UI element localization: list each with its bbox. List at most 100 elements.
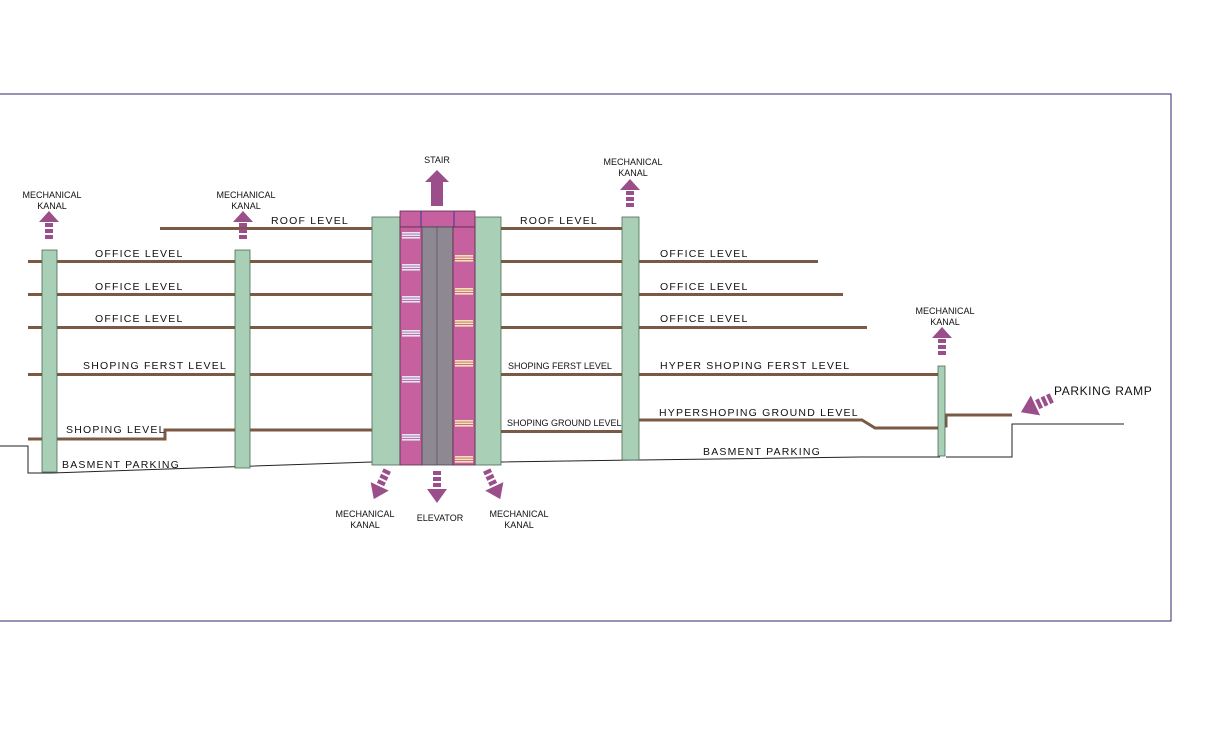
stair-tread: [455, 257, 473, 260]
stair-shaft-left: [399, 226, 423, 466]
office-level-label-left-3: OFFICE LEVEL: [95, 313, 184, 325]
stair-tread: [402, 378, 420, 381]
hypershoping-ground-slab: [626, 418, 940, 431]
shoping-first-slab-right: [500, 373, 940, 376]
arrows: [39, 170, 1054, 503]
stair-tread: [402, 381, 420, 383]
kanal-shaft-3: [621, 216, 640, 461]
office-slab-right-1: [500, 260, 818, 263]
kanal-shaft-1: [41, 249, 58, 473]
stair-tread: [455, 425, 473, 427]
stair-tread: [402, 234, 420, 237]
stair-tread: [402, 296, 420, 298]
shoping-level-label: SHOPING LEVEL: [66, 424, 166, 436]
shoping-first-slab-left: [28, 373, 372, 376]
stair-tread: [455, 288, 473, 290]
stair-tread: [402, 264, 420, 266]
ground-lines: [0, 423, 1124, 474]
mechanical-kanal-label-1a: MECHANICAL: [22, 190, 81, 200]
stair-tread: [402, 237, 420, 239]
elevator-shaft: [421, 226, 454, 466]
stair-tread: [402, 269, 420, 271]
mechanical-kanal-label-5a: MECHANICAL: [335, 509, 394, 519]
ground-line-left: [0, 445, 373, 474]
office-slab-left-2: [28, 293, 372, 296]
stair-tread: [402, 266, 420, 269]
mechanical-kanal-label-3a: MECHANICAL: [603, 157, 662, 167]
kanal-shaft-4: [937, 365, 946, 457]
stair-tread: [455, 365, 473, 367]
stair-tread: [402, 332, 420, 335]
mechanical-kanal-label-4a: MECHANICAL: [915, 306, 974, 316]
office-level-label-right-2: OFFICE LEVEL: [660, 281, 749, 293]
kanal-shaft-right-of-core: [474, 216, 502, 466]
elevator-label: ELEVATOR: [417, 513, 464, 523]
mechanical-kanal-label-3b: KANAL: [618, 168, 648, 178]
elevator-down-arrow-icon: [427, 471, 447, 503]
up-arrow-icon: [39, 211, 59, 239]
roof-slab-left: [160, 227, 372, 230]
stair-tread: [455, 325, 473, 327]
stair-label: STAIR: [424, 155, 450, 165]
stair-tread: [455, 260, 473, 262]
mechanical-kanal-labels: MECHANICAL KANAL MECHANICAL KANAL MECHAN…: [22, 157, 974, 530]
mechanical-kanal-label-2b: KANAL: [231, 201, 261, 211]
stair-tread: [402, 232, 420, 234]
stair-tread: [402, 330, 420, 332]
stair-up-arrow-icon: [425, 170, 449, 206]
ground-line-right: [946, 423, 1124, 458]
stair-tread: [455, 461, 473, 463]
mechanical-kanal-label-1b: KANAL: [37, 201, 67, 211]
office-level-label-right-1: OFFICE LEVEL: [660, 248, 749, 260]
stair-core-top: [399, 210, 476, 228]
parking-ramp-label: PARKING RAMP: [1054, 384, 1152, 398]
floor-slabs: [28, 227, 1012, 441]
shoping-first-level-label-mid: SHOPING FERST LEVEL: [508, 361, 612, 371]
stair-tread: [402, 335, 420, 337]
office-slab-right-3: [500, 326, 867, 329]
stair-tread: [455, 456, 473, 458]
stair-shaft-right: [452, 226, 476, 466]
hyper-shoping-first-level-label: HYPER SHOPING FERST LEVEL: [660, 360, 850, 372]
stair-tread: [402, 298, 420, 301]
office-level-label-left-1: OFFICE LEVEL: [95, 248, 184, 260]
ramp-platform-slab: [940, 413, 1012, 428]
central-core: [399, 210, 476, 466]
office-slab-left-1: [28, 260, 372, 263]
parking-ramp-arrow-icon: [1020, 393, 1054, 416]
roof-slab-right: [500, 227, 638, 230]
stair-tread: [402, 434, 420, 436]
level-labels: ROOF LEVEL ROOF LEVEL OFFICE LEVEL OFFIC…: [62, 155, 1152, 523]
mechanical-kanal-label-2a: MECHANICAL: [216, 190, 275, 200]
stair-run-marks: [402, 232, 473, 463]
down-left-arrow-icon: [370, 468, 391, 500]
basement-parking-label-left: BASMENT PARKING: [62, 459, 180, 471]
shoping-ground-level-label: SHOPING GROUND LEVEL: [507, 418, 622, 428]
hypershoping-ground-level-label: HYPERSHOPING GROUND LEVEL: [659, 407, 859, 419]
stair-tread: [455, 320, 473, 322]
stair-tread: [455, 290, 473, 293]
ground-line-mid: [499, 456, 940, 463]
down-right-arrow-icon: [483, 468, 504, 500]
shoping-ground-slab-mid: [500, 430, 628, 433]
kanal-shaft-2: [234, 249, 251, 469]
stair-tread: [402, 439, 420, 441]
stair-tread: [455, 422, 473, 425]
up-arrow-icon: [620, 179, 640, 207]
mechanical-kanal-label-6a: MECHANICAL: [489, 509, 548, 519]
stair-tread: [402, 376, 420, 378]
up-arrow-icon: [932, 327, 952, 355]
office-slab-left-3: [28, 326, 372, 329]
basement-parking-label-right: BASMENT PARKING: [703, 446, 821, 458]
stair-tread: [455, 255, 473, 257]
mechanical-kanal-label-5b: KANAL: [350, 520, 380, 530]
stair-tread: [455, 362, 473, 365]
columns: [41, 216, 946, 473]
kanal-shaft-left-of-core: [371, 216, 401, 466]
office-level-label-right-3: OFFICE LEVEL: [660, 313, 749, 325]
stair-tread: [455, 458, 473, 461]
stair-tread: [455, 293, 473, 295]
roof-level-label-left: ROOF LEVEL: [271, 215, 349, 227]
stair-tread: [455, 322, 473, 325]
